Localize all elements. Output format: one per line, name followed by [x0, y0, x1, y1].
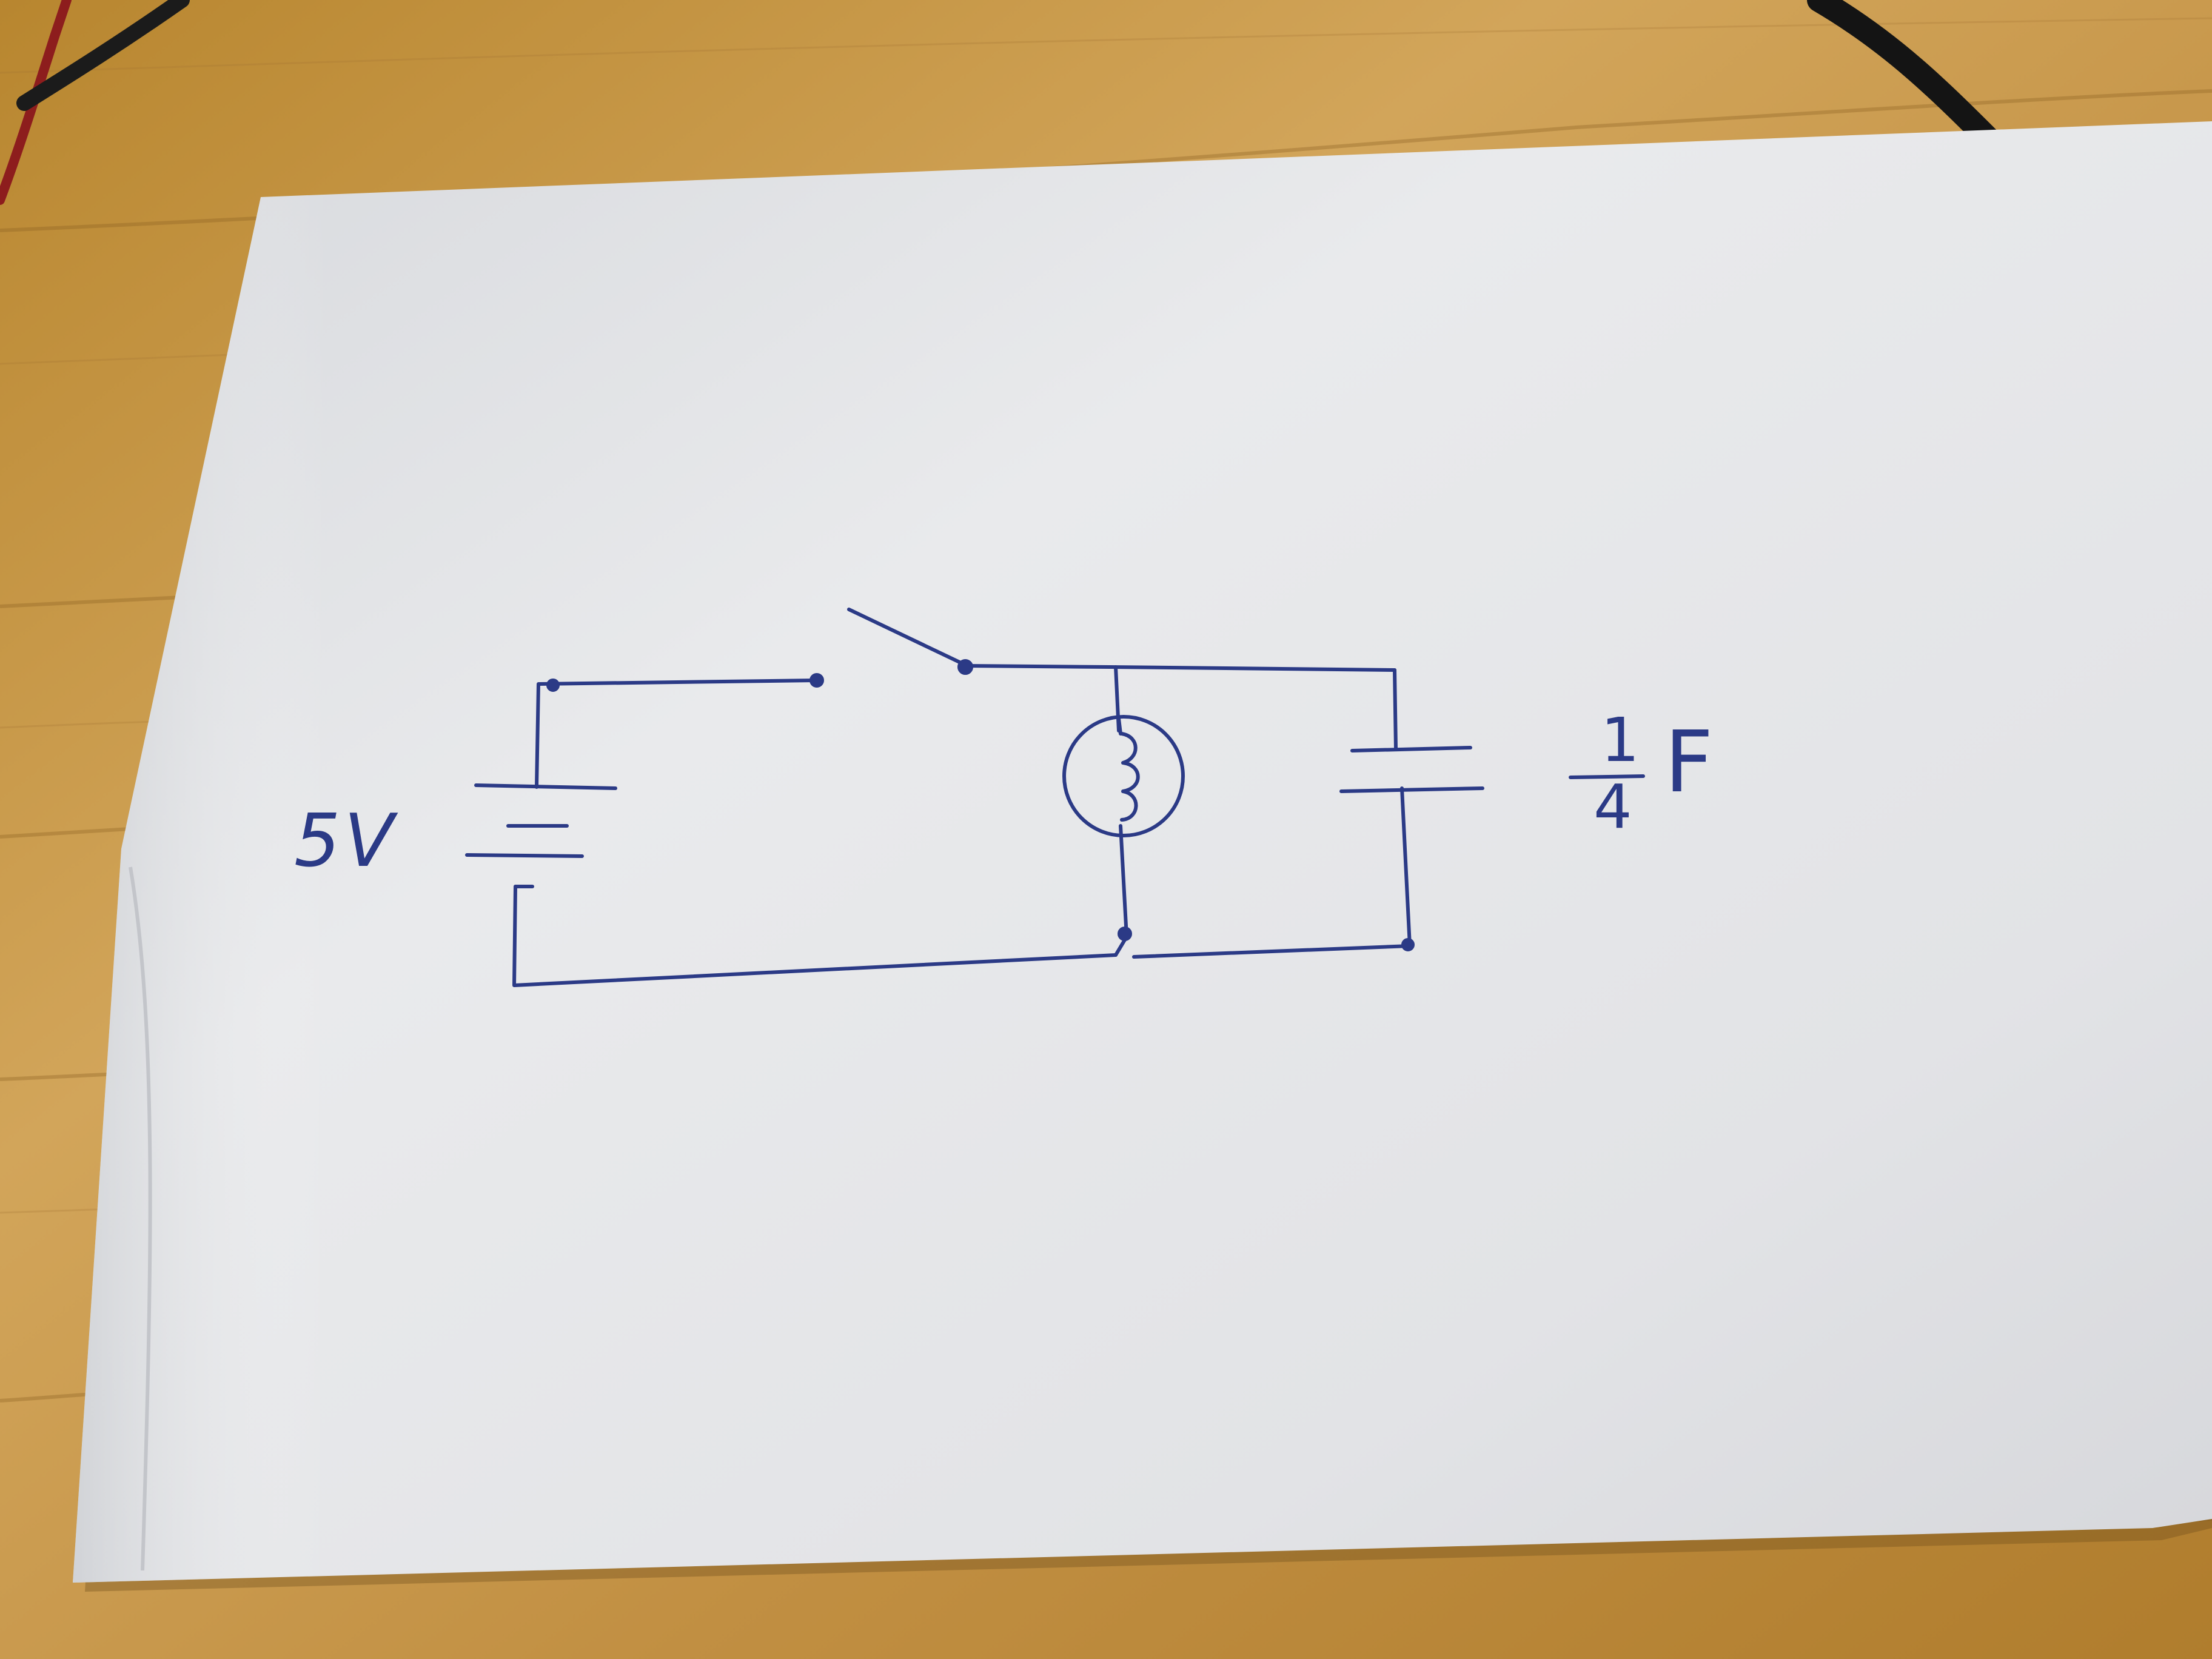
- wire-battery-to-bottom: [512, 885, 1118, 987]
- switch-symbol: [809, 608, 973, 688]
- capacitance-denominator: 4: [1594, 771, 1632, 842]
- capacitance-fraction-bar: [1569, 774, 1645, 779]
- bulb-symbol: [1062, 715, 1185, 837]
- battery-symbol: [465, 783, 617, 888]
- paper-edge-shade: [73, 121, 2212, 1583]
- capacitance-numerator: 1: [1601, 705, 1640, 776]
- wire-cap-top-right: [1393, 668, 1398, 751]
- wire-switch-to-top-rail: [962, 664, 1396, 672]
- junction-dot: [546, 679, 560, 692]
- switch-contact-left: [809, 673, 824, 688]
- capacitor-bottom-plate: [1339, 786, 1484, 793]
- battery-long-plate-2: [465, 853, 584, 858]
- capacitance-unit: F: [1664, 713, 1714, 812]
- battery-long-plate: [474, 783, 617, 790]
- bulb-filament: [1120, 732, 1140, 822]
- paper-fold-line: [129, 866, 152, 1571]
- battery-voltage-label: 5V: [294, 799, 398, 883]
- cable-red-wire: [0, 0, 72, 205]
- wire-battery-to-switch: [535, 679, 817, 789]
- cable-black-wire-right: [1807, 0, 2007, 158]
- capacitor-symbol: [1339, 746, 1484, 793]
- switch-blade: [847, 608, 969, 668]
- junction-dot: [1118, 927, 1132, 941]
- bulb-circle: [1062, 715, 1185, 837]
- switch-contact-right: [957, 659, 973, 675]
- capacitance-label: 1 4 F: [1569, 705, 1714, 842]
- bulb-lead-top: [1117, 717, 1122, 736]
- circuit-diagram: [465, 608, 1484, 987]
- capacitor-top-plate: [1350, 746, 1472, 752]
- junction-dot: [1401, 938, 1415, 951]
- cable-black-wire-left: [16, 0, 190, 111]
